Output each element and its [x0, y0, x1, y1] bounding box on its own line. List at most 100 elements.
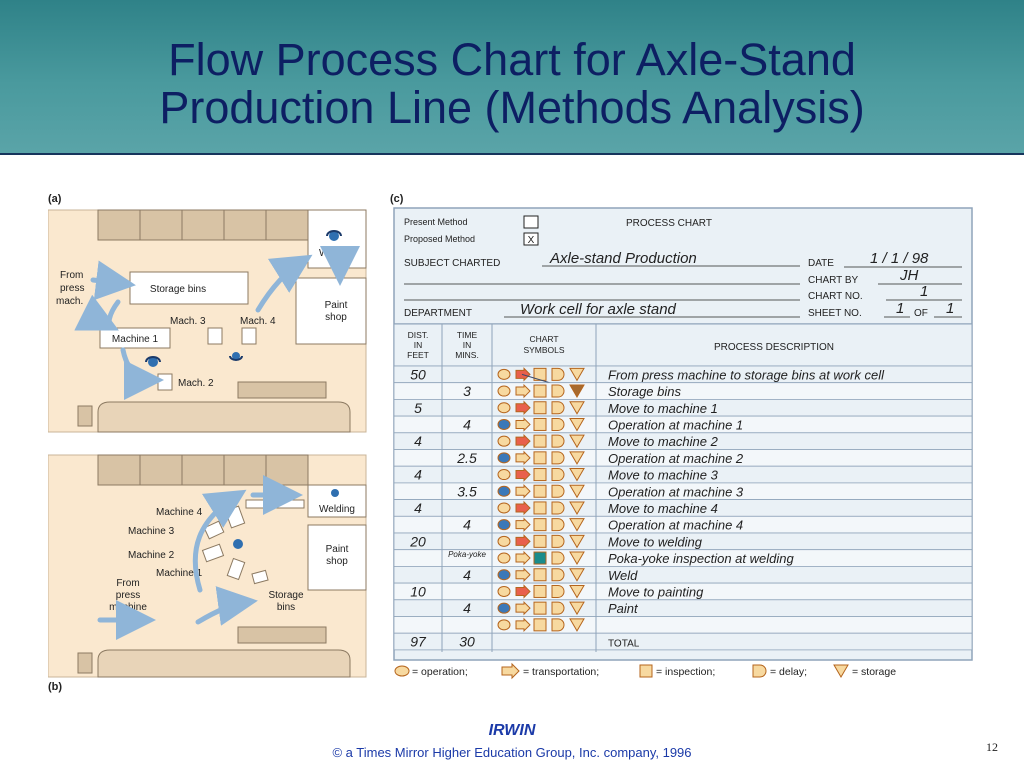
panel-a-mach4: Mach. 4	[240, 316, 276, 327]
date-label: DATE	[808, 258, 834, 269]
delay-symbol	[551, 534, 565, 548]
inspection-symbol	[533, 451, 547, 465]
operation-symbol	[497, 452, 511, 464]
table-row: Poka-yoke Poka-yoke inspection at welding	[393, 549, 973, 567]
transport-symbol	[515, 600, 531, 616]
panel-a-paint-2: shop	[325, 312, 347, 323]
row-time: 2.5	[456, 450, 477, 466]
legend-storage-icon	[833, 664, 849, 678]
panel-b-door	[77, 652, 93, 674]
operation-symbol	[497, 535, 511, 547]
col-time-2: IN	[463, 340, 472, 350]
storage-symbol	[569, 417, 585, 432]
operation-symbol	[497, 585, 511, 597]
panel-a-welder-icon	[326, 230, 342, 241]
panel-a-press	[97, 401, 351, 433]
row-description: From press machine to storage bins at wo…	[608, 367, 885, 382]
transport-symbol	[515, 517, 531, 532]
panel-a-machine1: Machine 1	[112, 334, 159, 345]
delay-symbol	[551, 401, 565, 415]
inspection-symbol	[533, 417, 547, 431]
inspection-symbol	[533, 501, 547, 515]
inspection-symbol	[533, 367, 547, 381]
transport-symbol	[515, 550, 531, 566]
row-dist: 97	[410, 634, 427, 650]
panel-a-machine1-box	[99, 327, 171, 349]
storage-symbol	[569, 601, 585, 616]
delay-symbol	[551, 501, 565, 515]
inspection-symbol	[533, 518, 547, 532]
slide-header	[0, 0, 1024, 155]
panel-b-paint-2: shop	[326, 556, 348, 567]
operation-symbol	[497, 502, 511, 514]
chart-no-value: 1	[920, 283, 928, 300]
column-dividers	[441, 324, 597, 652]
panel-b-machine2: Machine 2	[128, 550, 175, 561]
legend-transport: = transportation;	[523, 666, 599, 678]
operation-symbol	[497, 485, 511, 497]
storage-symbol	[569, 434, 585, 449]
row-description: Operation at machine 4	[608, 518, 743, 533]
panel-b-flow-arrows	[97, 475, 303, 640]
delay-symbol	[551, 434, 565, 448]
row-description: Weld	[608, 568, 638, 583]
row-description: Poka-yoke inspection at welding	[608, 551, 794, 566]
row-description: Storage bins	[608, 384, 681, 399]
row-dist: 4	[414, 500, 422, 516]
panel-a-from-3: mach.	[56, 296, 83, 307]
operation-symbol	[497, 402, 511, 414]
inspection-symbol	[533, 401, 547, 415]
transport-symbol	[515, 500, 531, 516]
inspection-symbol	[533, 551, 547, 565]
row-time: 3.5	[457, 483, 477, 499]
storage-symbol	[569, 367, 585, 382]
legend-delay: = delay;	[770, 666, 807, 678]
col-dist-1: DIST.	[408, 330, 429, 340]
storage-symbol	[569, 584, 585, 599]
storage-symbol	[569, 534, 585, 549]
panel-a-bins	[97, 209, 309, 241]
operation-symbol	[497, 435, 511, 447]
panel-b-bins	[97, 454, 309, 486]
date-value: 1 / 1 / 98	[870, 250, 929, 267]
figure-svg: (a) Welding Paint shop Storage bins Mach…	[47, 193, 973, 693]
delay-symbol	[551, 384, 565, 398]
symbol-legend: = operation; = transportation; = inspect…	[394, 662, 896, 680]
delay-symbol	[551, 417, 565, 431]
operation-symbol	[497, 519, 511, 531]
row-time: Poka-yoke	[448, 550, 486, 559]
delay-symbol	[551, 568, 565, 582]
sheet-no-value: 1	[896, 300, 904, 317]
panel-b-machine4: Machine 4	[156, 507, 203, 518]
panel-a-storage: Storage bins	[150, 284, 206, 295]
proposed-method-checkbox	[523, 232, 539, 246]
panel-a-mach2: Mach. 2	[178, 378, 214, 389]
row-description: Move to welding	[608, 534, 703, 549]
row-time: 4	[463, 416, 471, 432]
storage-symbol	[569, 468, 585, 482]
operation-symbol	[497, 619, 511, 631]
proposed-method-check: X	[528, 235, 535, 246]
row-description: Move to machine 1	[608, 401, 718, 416]
storage-symbol	[569, 568, 585, 582]
footer-copyright: © a Times Mirror Higher Education Group,…	[332, 745, 692, 760]
panel-c-label: (c)	[390, 193, 404, 205]
row-time: 30	[459, 634, 475, 650]
delay-symbol	[551, 451, 565, 465]
transport-symbol	[515, 467, 531, 482]
panel-a-paint-1: Paint	[325, 300, 348, 311]
col-time-1: TIME	[457, 330, 478, 340]
operation-symbol	[497, 469, 511, 481]
title-line-1: Flow Process Chart for Axle-Stand	[168, 34, 856, 85]
transport-symbol	[515, 383, 531, 399]
storage-symbol	[569, 518, 585, 532]
row-time: 4	[463, 567, 471, 583]
row-description: Paint	[608, 601, 639, 616]
col-symbols-2: SYMBOLS	[523, 345, 564, 355]
table-row: 4 Weld	[393, 565, 973, 584]
